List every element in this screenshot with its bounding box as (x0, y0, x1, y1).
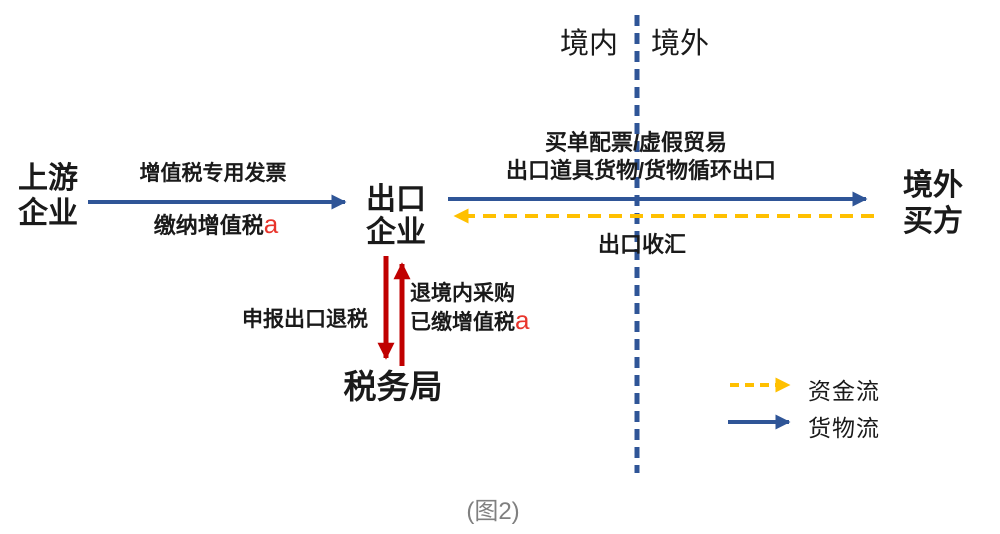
label-declare-refund: 申报出口退税 (242, 308, 368, 331)
label-export-remittance: 出口收汇 (597, 232, 687, 257)
node-overseas-buyer: 境外 买方 (897, 168, 969, 240)
node-overseas-buyer-line1: 境外 (903, 169, 963, 202)
node-exporter-line1: 出口 (366, 183, 426, 216)
label-refund-vat-line2: 已缴增值税a (410, 307, 529, 336)
node-upstream-line1: 上游 (18, 162, 78, 195)
node-tax-bureau: 税务局 (343, 368, 443, 405)
label-vat-invoice: 增值税专用发票 (139, 162, 287, 185)
legend-capital-flow-label: 资金流 (808, 379, 880, 404)
node-overseas-buyer-line2: 买方 (903, 205, 963, 238)
label-refund-vat-variable: a (515, 305, 530, 335)
region-label-domestic: 境内 (560, 28, 619, 60)
node-upstream-line2: 企业 (18, 197, 78, 230)
label-fake-trade-line2: 出口道具货物/货物循环出口 (505, 158, 777, 183)
label-refund-vat: 退境内采购 已缴增值税a (410, 280, 529, 336)
label-pay-vat-text: 缴纳增值税 (153, 213, 264, 238)
region-label-overseas: 境外 (651, 28, 710, 60)
label-refund-vat-line1: 退境内采购 (410, 282, 515, 305)
label-pay-vat: 缴纳增值税a (154, 208, 278, 240)
label-refund-vat-line2-text: 已缴增值税 (410, 311, 515, 334)
label-pay-vat-variable: a (263, 209, 279, 239)
node-export-enterprise: 出口 企业 (352, 183, 440, 249)
node-upstream-enterprise: 上游 企业 (6, 161, 90, 231)
figure-caption: (图2) (466, 498, 520, 525)
node-exporter-line2: 企业 (366, 216, 426, 249)
legend-goods-flow-label: 货物流 (808, 416, 880, 441)
label-fake-trade-line1: 买单配票/虚假贸易 (544, 130, 728, 155)
